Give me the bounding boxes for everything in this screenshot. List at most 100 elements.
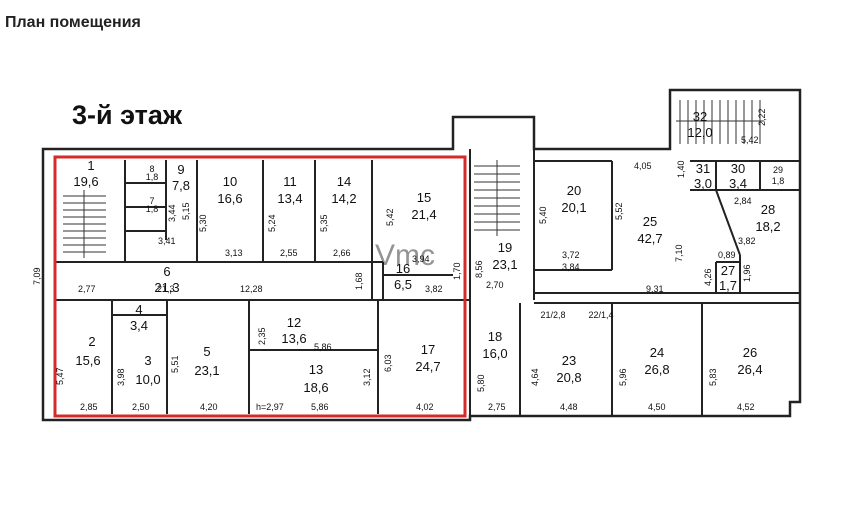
dimension: 3,94: [412, 254, 430, 264]
room-number: 26: [743, 345, 757, 360]
dimension: 7,09: [32, 267, 42, 285]
room-area: 42,7: [637, 231, 662, 246]
room-number: 8: [149, 164, 154, 174]
dimension: 2,50: [132, 402, 150, 412]
dimension: 3,98: [116, 368, 126, 386]
dimension: 2,70: [486, 280, 504, 290]
room-area: 3,4: [130, 318, 148, 333]
dimension: 9,31: [646, 284, 664, 294]
dimension: 5,47: [55, 367, 65, 385]
dimension: 3,12: [362, 368, 372, 386]
dimension: h=2,97: [256, 402, 284, 412]
dimension: 2,75: [488, 402, 506, 412]
dimension: 3,82: [738, 236, 756, 246]
dimension: 4,26: [703, 268, 713, 286]
room-number: 4: [135, 302, 142, 317]
dimension: 5,40: [538, 206, 548, 224]
dimension: 3,13: [225, 248, 243, 258]
room-area: 1,8: [146, 204, 159, 214]
dimension: 5,30: [198, 214, 208, 232]
dimension: 6,03: [383, 354, 393, 372]
dimension: 3,44: [167, 204, 177, 222]
room-area: 23,1: [194, 363, 219, 378]
room-number: 3: [144, 353, 151, 368]
staircase-center: [474, 160, 520, 236]
dimension: 2,66: [333, 248, 351, 258]
room-number: 12: [287, 315, 301, 330]
room-number: 7: [149, 196, 154, 206]
dimension: 5,42: [385, 208, 395, 226]
room-area: 23,1: [492, 257, 517, 272]
room-area: 12,0: [687, 125, 712, 140]
room-number: 15: [417, 190, 431, 205]
room-number: 13: [309, 362, 323, 377]
dimension: 5,83: [708, 368, 718, 386]
room-number: 27: [721, 263, 735, 278]
dimension: 2,55: [280, 248, 298, 258]
room-area: 3,4: [729, 176, 747, 191]
room-number: 16: [396, 261, 410, 276]
dimension: 3,84: [562, 262, 580, 272]
dimension: 21,3: [157, 284, 175, 294]
plan-walls: [41, 88, 802, 422]
room-number: 17: [421, 342, 435, 357]
dimension: 1,40: [676, 160, 686, 178]
room-number: 28: [761, 202, 775, 217]
room-inline-label: 21/2,8: [540, 310, 565, 320]
room-number: 5: [203, 344, 210, 359]
room-area: 13,6: [281, 331, 306, 346]
dimension: 4,02: [416, 402, 434, 412]
room-number: 9: [177, 162, 184, 177]
room-area: 21,4: [411, 207, 436, 222]
dimension: 2,84: [734, 196, 752, 206]
dimension: 4,64: [530, 368, 540, 386]
dimension: 3,82: [425, 284, 443, 294]
dimension: 2,35: [257, 327, 267, 345]
dimension: 4,20: [200, 402, 218, 412]
room-inline-label: 22/1,4: [588, 310, 613, 320]
room-area: 16,6: [217, 191, 242, 206]
room-number: 19: [498, 240, 512, 255]
page-title: План помещения: [5, 14, 141, 31]
room-area: 14,2: [331, 191, 356, 206]
dimension: 5,86: [314, 342, 332, 352]
dimension: 0,89: [718, 250, 736, 260]
room-area: 21,3: [154, 280, 179, 295]
room-area: 26,8: [644, 362, 669, 377]
room-area: 20,1: [561, 200, 586, 215]
room-number: 23: [562, 353, 576, 368]
room-area: 3,0: [694, 176, 712, 191]
dimension: 2,85: [80, 402, 98, 412]
dimension: 5,86: [311, 402, 329, 412]
room-area: 1,8: [146, 172, 159, 182]
room-area: 6,5: [394, 277, 412, 292]
room-area: 18,6: [303, 380, 328, 395]
watermark: Vmc: [375, 239, 435, 272]
floor-label: 3-й этаж: [72, 100, 183, 130]
room-area: 16,0: [482, 346, 507, 361]
dimension: 3,41: [158, 236, 176, 246]
dimension: 12,28: [240, 284, 263, 294]
room-number: 11: [283, 174, 297, 189]
room-area: 18,2: [755, 219, 780, 234]
room-number: 30: [731, 161, 745, 176]
room-number: 10: [223, 174, 237, 189]
room-number: 14: [337, 174, 351, 189]
room-area: 13,4: [277, 191, 302, 206]
selected-area-outline: [53, 155, 467, 418]
dimension: 5,51: [170, 355, 180, 373]
room-number: 18: [488, 329, 502, 344]
staircase-right: [676, 100, 764, 144]
room-area: 19,6: [73, 174, 98, 189]
room-area: 26,4: [737, 362, 762, 377]
room-number: 24: [650, 345, 664, 360]
room-number: 6: [163, 264, 170, 279]
room-area: 7,8: [172, 178, 190, 193]
room-area: 24,7: [415, 359, 440, 374]
dimension: 5,24: [267, 214, 277, 232]
dimension: 5,52: [614, 202, 624, 220]
dimension: 5,80: [476, 374, 486, 392]
room-area: 20,8: [556, 370, 581, 385]
dimension: 8,56: [474, 260, 484, 278]
